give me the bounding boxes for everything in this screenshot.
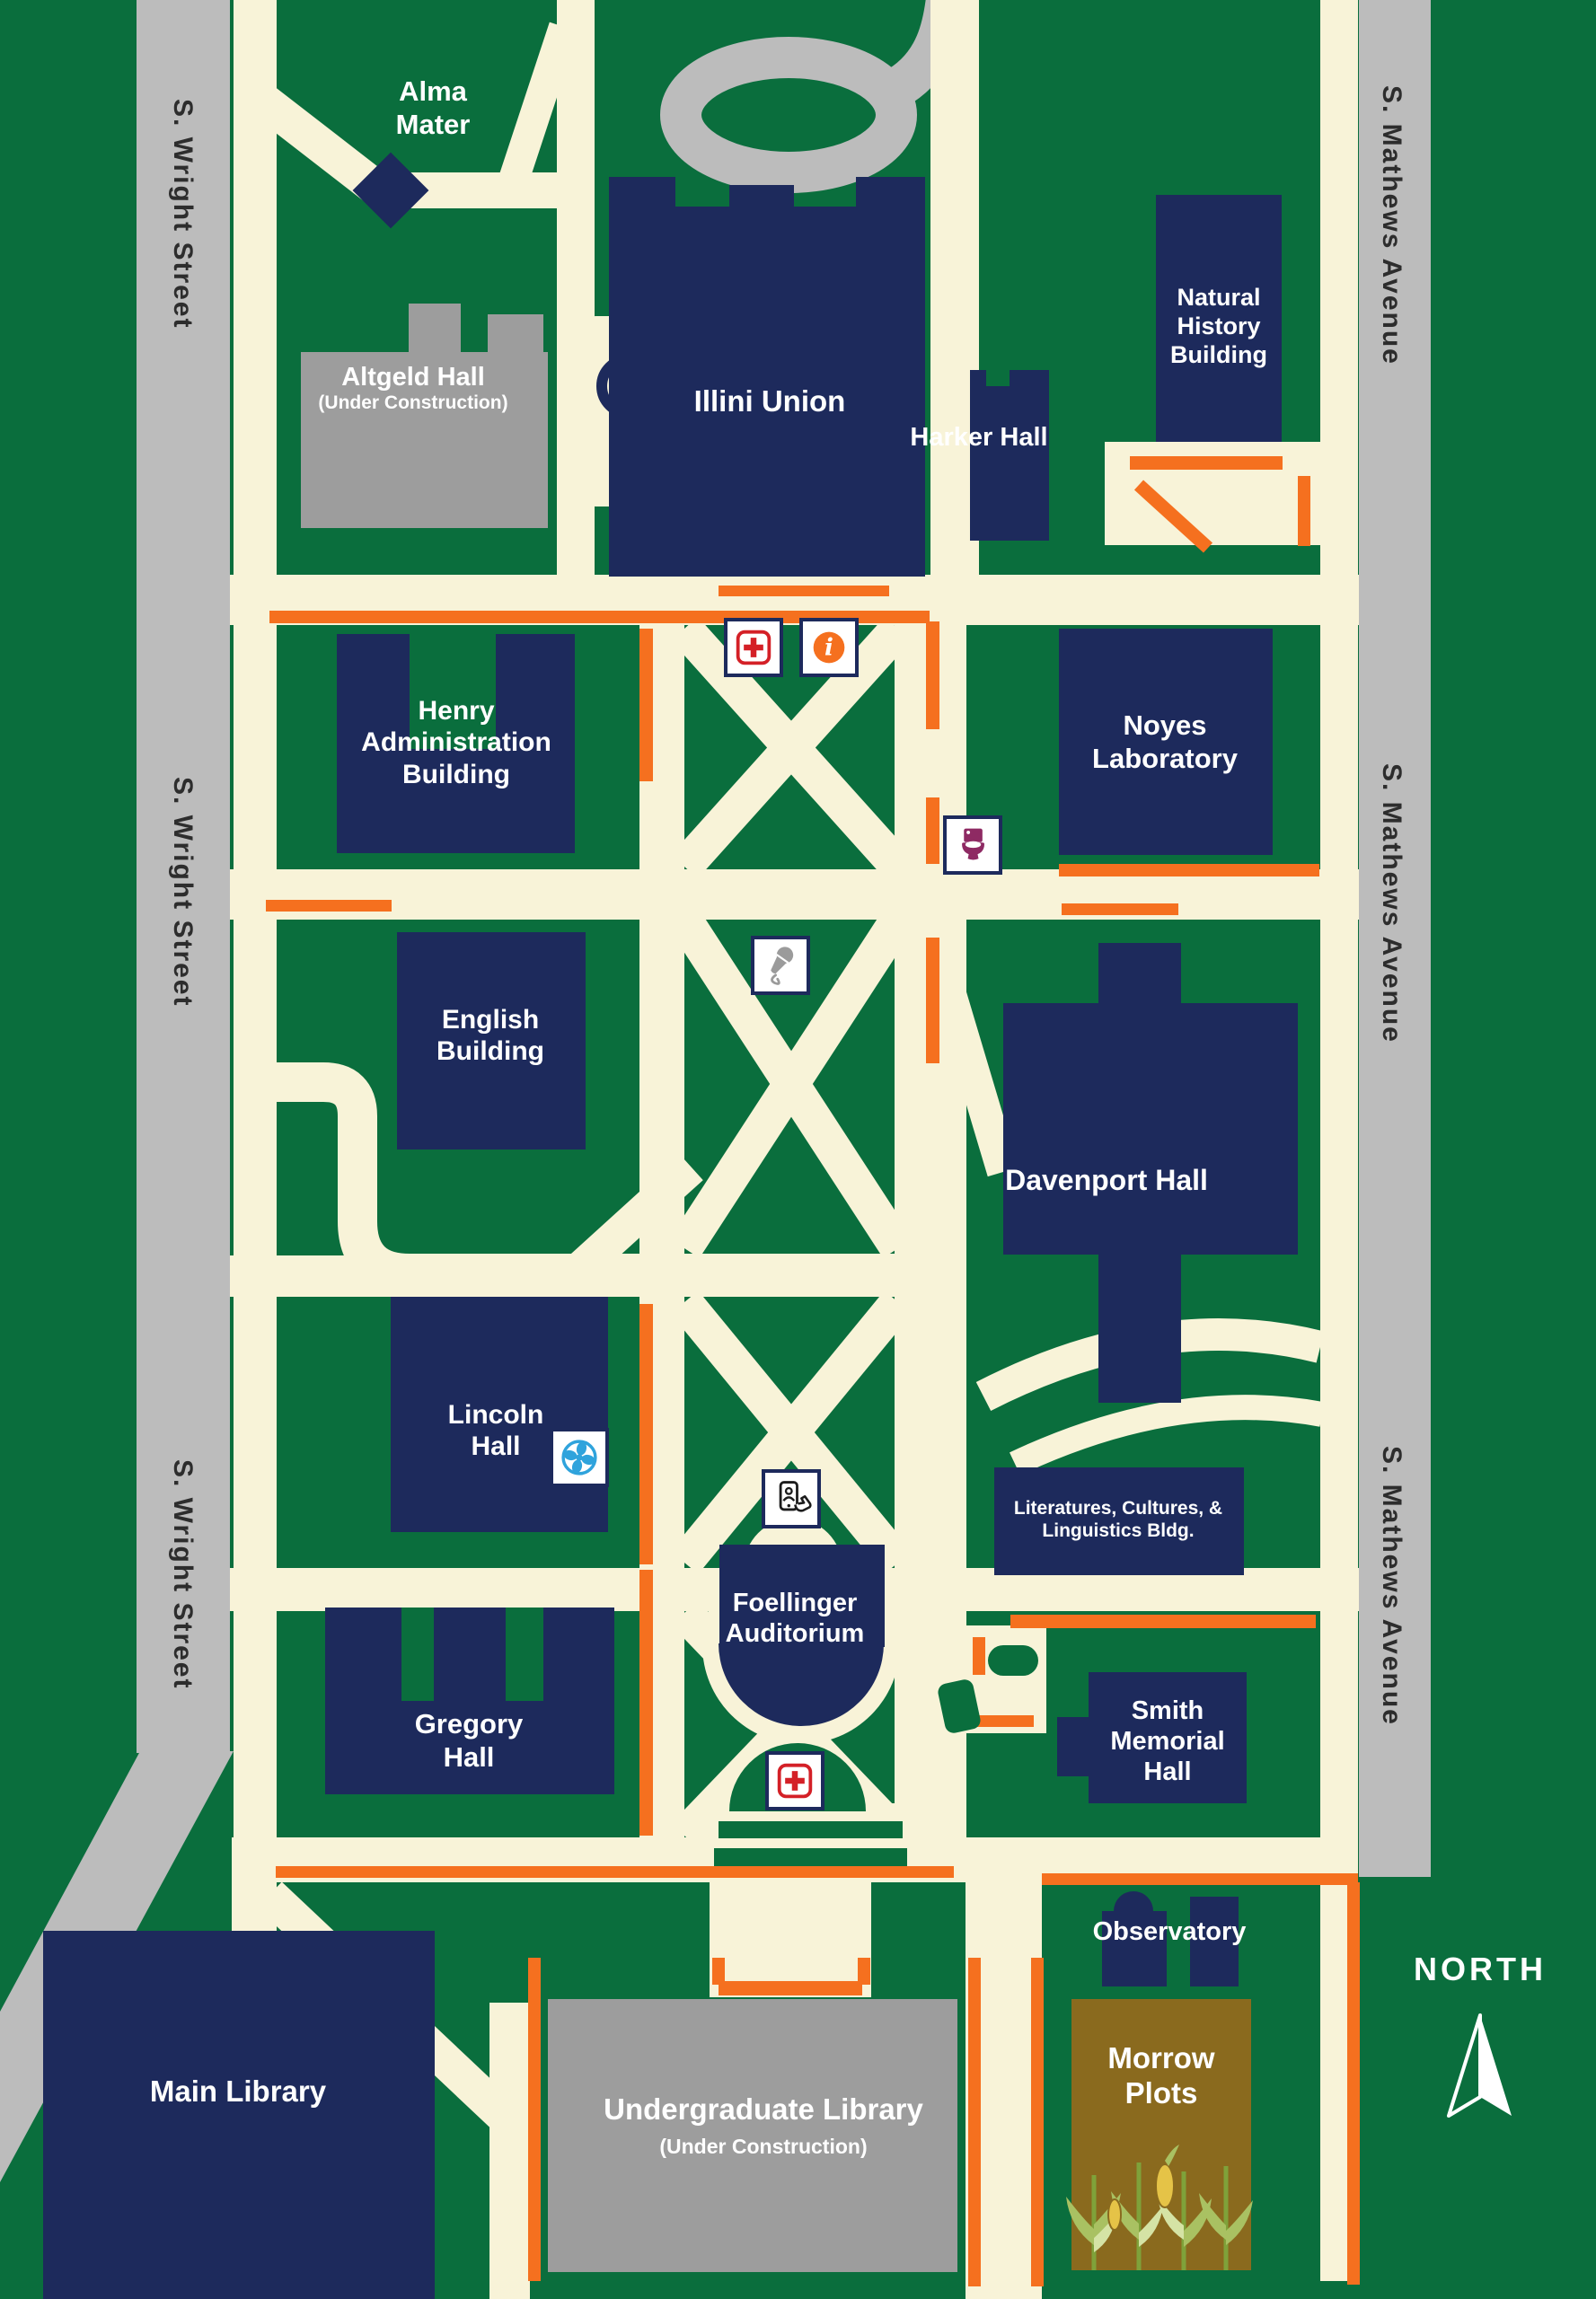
building-lclb bbox=[994, 1467, 1244, 1575]
label-morrow-plots: Morrow Plots bbox=[1107, 2041, 1215, 2110]
information-glyph: i bbox=[813, 631, 845, 664]
label-gregory-hall: Gregory Hall bbox=[414, 1708, 524, 1773]
first-aid-glyph-south bbox=[777, 1763, 813, 1799]
first-aid-glyph bbox=[736, 630, 772, 665]
label-alma-mater: Alma Mater bbox=[395, 75, 471, 140]
label-noyes-laboratory: Noyes Laboratory bbox=[1092, 709, 1238, 774]
building-layer bbox=[43, 152, 1298, 2299]
mobile-check-in-glyph bbox=[779, 1481, 812, 1512]
building-altgeld-hall bbox=[301, 304, 548, 528]
label-illini-union: Illini Union bbox=[693, 384, 846, 418]
building-harker-hall bbox=[970, 370, 1049, 541]
building-morrow-plots bbox=[1066, 1999, 1253, 2270]
label-henry-administration: Henry Administration Building bbox=[361, 696, 551, 789]
label-observatory: Observatory bbox=[1092, 1917, 1247, 1946]
building-observatory bbox=[1102, 1891, 1239, 1986]
building-henry-administration bbox=[337, 634, 575, 853]
label-natural-history: Natural History Building bbox=[1170, 284, 1267, 368]
label-altgeld-hall: Altgeld Hall (Under Construction) bbox=[313, 362, 514, 415]
microphone-icon bbox=[751, 936, 810, 995]
label-ugl-name: Undergraduate Library bbox=[604, 2092, 923, 2126]
building-undergrad-library bbox=[548, 1999, 957, 2272]
label-smith-memorial: Smith Memorial Hall bbox=[1110, 1696, 1225, 1787]
label-main-library: Main Library bbox=[149, 2074, 327, 2108]
building-gregory-hall bbox=[325, 1608, 614, 1794]
fan-icon bbox=[550, 1428, 609, 1487]
building-noyes-laboratory bbox=[1059, 629, 1273, 855]
street-label-wright-1: S. Wright Street bbox=[168, 99, 198, 330]
building-english bbox=[397, 932, 586, 1150]
building-alma-mater bbox=[352, 152, 429, 229]
walkway-accent-layer bbox=[266, 456, 1360, 2286]
building-davenport-hall bbox=[1003, 943, 1298, 1403]
north-label: NORTH bbox=[1414, 1951, 1547, 1987]
microphone-glyph bbox=[771, 947, 794, 985]
street-label-mathews-2: S. Mathews Avenue bbox=[1377, 763, 1406, 1044]
label-english-building: English Building bbox=[436, 1005, 544, 1067]
building-main-library bbox=[43, 1931, 435, 2299]
label-altgeld-name: Altgeld Hall bbox=[341, 363, 485, 392]
label-altgeld-status: (Under Construction) bbox=[318, 392, 508, 414]
label-lincoln-hall: Lincoln Hall bbox=[447, 1400, 544, 1462]
mathews-avenue-road bbox=[1359, 0, 1431, 1877]
street-label-wright-3: S. Wright Street bbox=[168, 1459, 198, 1690]
svg-text:i: i bbox=[824, 635, 833, 662]
mobile-check-in-icon bbox=[762, 1469, 821, 1528]
restroom-icon bbox=[943, 815, 1002, 875]
label-harker-hall: Harker Hall bbox=[910, 423, 1048, 452]
first-aid-icon-south bbox=[765, 1751, 824, 1810]
compass-arrow-icon bbox=[1447, 2013, 1512, 2118]
building-lincoln-hall bbox=[391, 1297, 608, 1532]
building-smith-memorial bbox=[1057, 1672, 1247, 1803]
label-davenport-hall: Davenport Hall bbox=[1005, 1164, 1208, 1196]
label-ugl-status: (Under Construction) bbox=[659, 2134, 868, 2158]
wright-street-road bbox=[137, 0, 230, 1753]
fan-glyph bbox=[561, 1440, 597, 1475]
label-lclb: Literatures, Cultures, & Linguistics Bld… bbox=[1013, 1498, 1223, 1541]
street-label-mathews-1: S. Mathews Avenue bbox=[1377, 85, 1406, 366]
street-label-wright-2: S. Wright Street bbox=[168, 777, 198, 1008]
first-aid-icon bbox=[724, 618, 783, 677]
toilet-glyph bbox=[962, 828, 984, 860]
building-foellinger-auditorium bbox=[719, 1545, 885, 1726]
corn-illustration bbox=[1066, 2145, 1253, 2270]
label-undergrad-library: Undergraduate Library (Under Constructio… bbox=[600, 2092, 927, 2159]
building-illini-union bbox=[609, 177, 925, 577]
loop-drive bbox=[660, 37, 917, 193]
street-label-mathews-3: S. Mathews Avenue bbox=[1377, 1446, 1406, 1726]
lawn-island-layer bbox=[714, 1645, 1038, 1866]
information-icon: i bbox=[799, 618, 859, 677]
label-foellinger-auditorium: Foellinger Auditorium bbox=[725, 1589, 865, 1649]
building-natural-history bbox=[1156, 195, 1282, 442]
